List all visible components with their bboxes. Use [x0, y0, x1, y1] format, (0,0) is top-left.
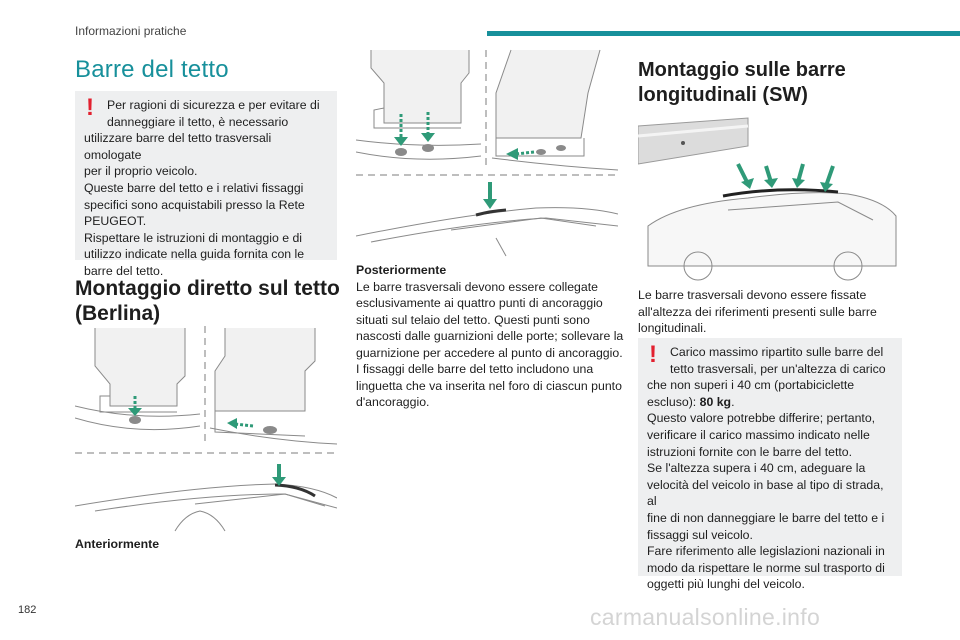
text-line: nascosti dalle guarnizioni delle porte; … — [356, 329, 624, 343]
warning-line: Queste barre del tetto e i relativi fiss… — [84, 180, 304, 195]
warning-line: verificare il carico massimo indicato ne… — [647, 427, 870, 442]
text-line: all'altezza dei riferimenti presenti sul… — [638, 304, 877, 319]
warning-line: Fare riferimento alle legislazioni nazio… — [647, 544, 885, 559]
sedan-roof-illustration — [75, 464, 337, 532]
warning-line: per il proprio veicolo. — [84, 164, 198, 179]
warning-line: danneggiare il tetto, è necessario — [107, 114, 289, 129]
warning-line: utilizzo indicate nella guida fornita co… — [84, 247, 305, 262]
exclamation-icon: ! — [649, 341, 657, 368]
warning-line: Per ragioni di sicurezza e per evitare d… — [107, 98, 320, 112]
page-number: 182 — [18, 604, 37, 616]
sw-intro: Le barre trasversali devono essere fissa… — [638, 287, 902, 337]
warning-box-safety: ! Per ragioni di sicurezza e per evitare… — [75, 91, 337, 278]
warning-line: fine di non danneggiare le barre del tet… — [647, 510, 885, 525]
warning-line: che non superi i 40 cm (portabiciclette — [647, 378, 855, 393]
warning-line: Questo valore potrebbe differire; pertan… — [647, 411, 876, 426]
text-line: linguetta che va inserita nel foro di ci… — [356, 378, 622, 393]
warning-line: Se l'altezza supera i 40 cm, adeguare la — [647, 461, 866, 476]
warning-line: specifici sono acquistabili presso la Re… — [84, 197, 305, 212]
text-line: d'ancoraggio. — [356, 395, 430, 409]
section-heading-sedan: Montaggio diretto sul tetto (Berlina) — [75, 277, 340, 325]
sw-roof-rail-illustration — [638, 117, 897, 281]
warning-line: utilizzare barre del tetto trasversali o… — [84, 131, 272, 162]
text-line: Le barre trasversali devono essere fissa… — [638, 288, 867, 302]
text-line: Le barre trasversali devono essere colle… — [356, 279, 598, 294]
max-load-value: 80 kg — [699, 394, 732, 409]
warning-line: oggetti più lunghi del veicolo. — [647, 577, 805, 592]
warning-box-load: ! Carico massimo ripartito sulle barre d… — [638, 338, 902, 591]
section-heading-sw: Montaggio sulle barre longitudinali (SW) — [638, 59, 846, 106]
bracket-illustration-rear — [356, 49, 618, 176]
header-accent-bar — [487, 31, 960, 36]
warning-line: PEUGEOT. — [84, 214, 147, 229]
warning-line: Rispettare le istruzioni di montaggio e … — [84, 230, 303, 245]
warning-line: velocità del veicolo in base al tipo di … — [647, 477, 884, 509]
text-line: longitudinali. — [638, 321, 707, 335]
warning-line: modo da rispettare le norme sul trasport… — [647, 560, 885, 575]
exclamation-icon: ! — [86, 94, 94, 121]
caption-front: Anteriormente — [75, 537, 160, 551]
page-title: Barre del tetto — [75, 56, 229, 83]
watermark-text: carmanualsonline.info — [590, 604, 821, 630]
caption-rear: Posteriormente — [356, 263, 447, 277]
warning-line: tetto trasversali, per un'altezza di car… — [670, 361, 886, 376]
text-line: I fissaggi delle barre del tetto includo… — [356, 362, 594, 376]
warning-line: escluso): 80 kg. — [647, 394, 735, 409]
sedan-roof-illustration-rear — [356, 182, 618, 257]
text-line: situati sul telaio del tetto. Questi pun… — [356, 312, 590, 327]
warning-line: fissaggi sul veicolo. — [647, 527, 753, 542]
warning-line: Carico massimo ripartito sulle barre del — [670, 345, 884, 359]
text-line: guarnizione per accedere al punto di anc… — [356, 345, 623, 360]
rear-description: Posteriormente Le barre trasversali devo… — [356, 262, 624, 411]
warning-line: istruzioni fornite con le barre del tett… — [647, 444, 853, 459]
bracket-illustration-front — [75, 326, 337, 454]
warning-line: barre del tetto. — [84, 263, 164, 278]
text-line: esclusivamente ai quattro punti di ancor… — [356, 296, 603, 310]
section-header: Informazioni pratiche — [75, 24, 187, 38]
